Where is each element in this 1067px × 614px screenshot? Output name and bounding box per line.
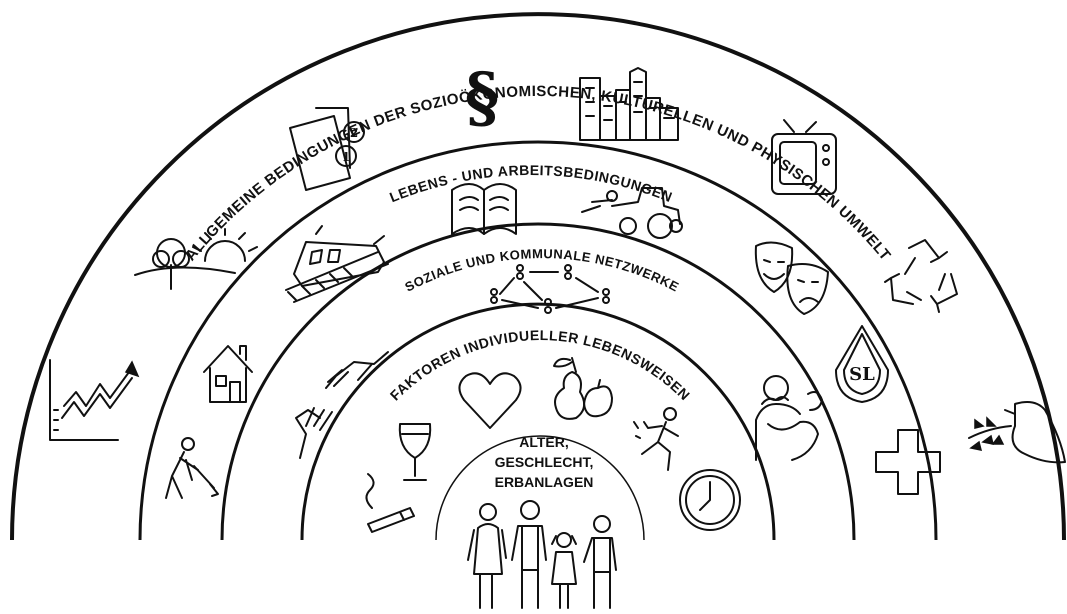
core-label-line3: ERBANLAGEN [495, 474, 594, 490]
runner-icon [633, 407, 679, 471]
coin-two-label: 2 [350, 126, 358, 140]
cigarette-icon [365, 473, 415, 533]
book-icon [451, 183, 517, 235]
worker-shovel-icon [165, 437, 219, 499]
tractor-icon [581, 187, 683, 239]
coin-one-label: 1 [342, 150, 350, 164]
medical-cross-icon [875, 429, 941, 495]
house-icon [203, 345, 253, 403]
clock-icon [679, 469, 741, 531]
heart-icon [458, 372, 522, 429]
wine-glass-icon [398, 423, 432, 481]
family-hug-icon [755, 375, 823, 461]
fruit-pear-apple-icon [553, 357, 613, 420]
living-ring-label: LEBENS - UND ARBEITSBEDINGUNGEN [387, 162, 675, 205]
individual-ring-label: FAKTOREN INDIVIDUELLER LEBENSWEISEN [387, 327, 694, 403]
family-figures-icon [467, 500, 617, 609]
network-people-icon [490, 264, 610, 314]
individual-arc [300, 302, 776, 541]
sign-label: SL [849, 364, 875, 385]
theatre-masks-icon [754, 241, 829, 315]
outer-arc [10, 12, 1066, 541]
recycle-icon [884, 239, 958, 313]
paragraph-glyph: § [465, 58, 500, 136]
core-label-line1: ALTER, [519, 434, 569, 450]
landscape-sun-icon [134, 228, 258, 290]
television-icon [771, 119, 837, 195]
sign-sl-icon: SL [835, 325, 889, 403]
helping-hands-icon [295, 351, 389, 459]
core-arc [435, 435, 645, 541]
social-arc [220, 222, 856, 541]
living-arc [138, 140, 938, 541]
dove-olive-branch-icon [968, 401, 1066, 464]
rising-chart-icon [49, 359, 140, 441]
train-icon [285, 225, 389, 303]
law-paragraph-icon: § [465, 58, 500, 136]
social-ring-label: SOZIALE UND KOMMUNALE NETZWERKE [402, 246, 681, 295]
core-label-line2: GESCHLECHT, [495, 454, 594, 470]
city-skyline-icon [579, 67, 679, 141]
money-coins-icon: 1 2 [289, 107, 365, 191]
